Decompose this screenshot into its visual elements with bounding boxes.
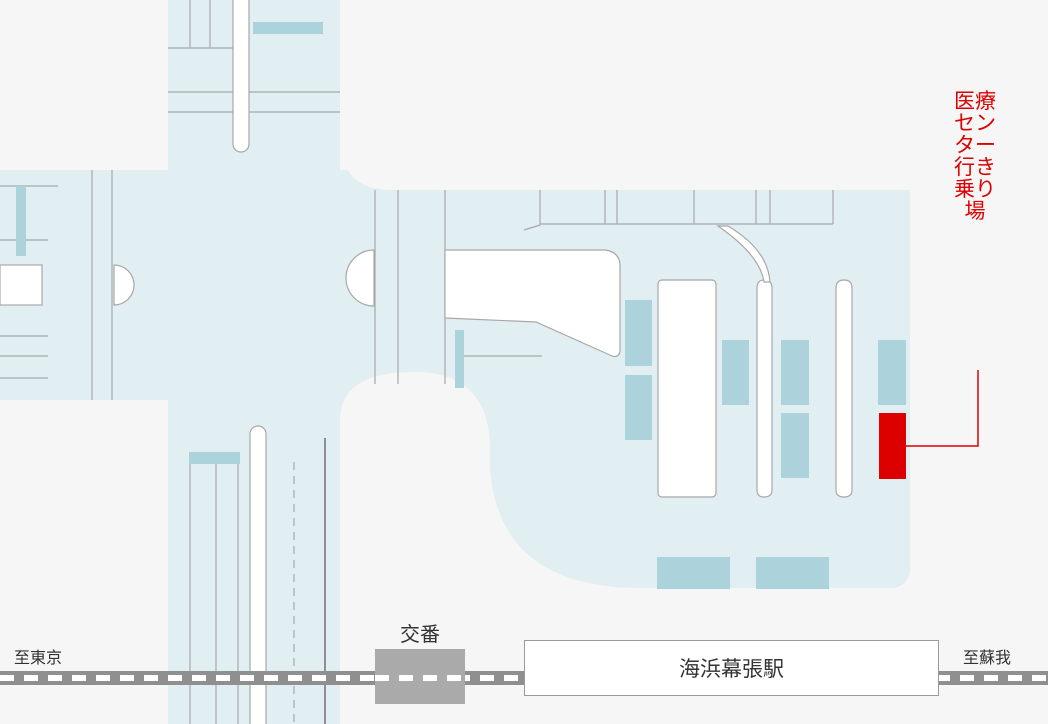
direction-west-label: 至東京	[14, 648, 63, 667]
destination-label: 医療センター行き乗り場	[954, 89, 996, 223]
direction-east-label: 至蘇我	[963, 648, 1012, 667]
lane-lines	[0, 0, 834, 724]
leader-line	[906, 370, 979, 447]
station-building[interactable]: 海浜幕張駅	[524, 640, 939, 696]
medians	[0, 0, 853, 724]
police-box-label: 交番	[400, 622, 440, 646]
bus-bays	[16, 22, 906, 589]
medical-center-bus-stop[interactable]	[879, 413, 906, 479]
station-name: 海浜幕張駅	[679, 657, 784, 681]
